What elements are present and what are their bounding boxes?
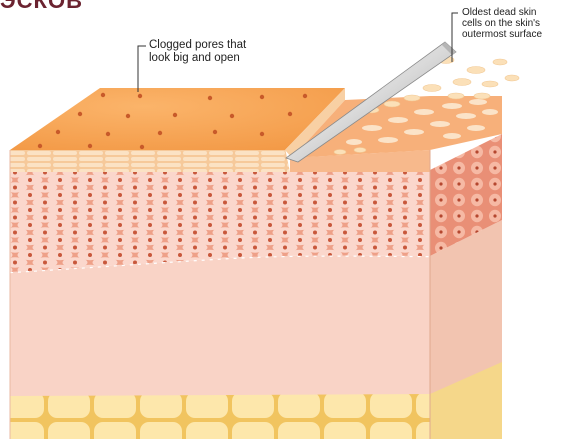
- callout-clogged-pores: Clogged pores that look big and open: [149, 39, 246, 65]
- callout-line-dead-cells: [452, 13, 458, 62]
- callout-dead-skin-cells-line-2: cells on the skin's: [462, 18, 542, 29]
- stratum-corneum-left: [10, 148, 290, 172]
- callout-dead-skin-cells-line-3: outermost surface: [462, 29, 542, 40]
- fat-layer: [10, 392, 430, 439]
- callout-clogged-pores-line-1: Clogged pores that: [149, 39, 246, 52]
- callout-dead-skin-cells: Oldest dead skin cells on the skin's out…: [462, 7, 542, 40]
- callout-clogged-pores-line-2: look big and open: [149, 52, 246, 65]
- callout-line-pores: [138, 46, 146, 92]
- dermis-layer: [10, 256, 430, 397]
- callout-dead-skin-cells-line-1: Oldest dead skin: [462, 7, 542, 18]
